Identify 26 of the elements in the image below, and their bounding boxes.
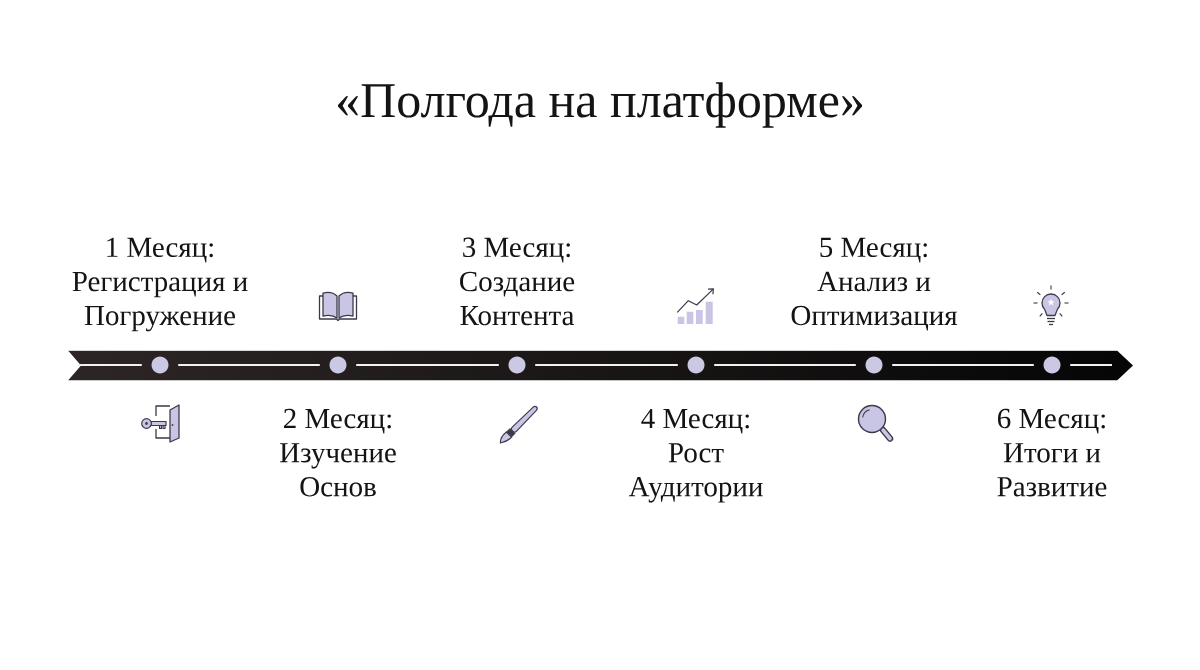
milestone-heading: 6 Месяц: xyxy=(998,408,1105,434)
milestone-label: Рост Аудитории xyxy=(628,443,763,503)
milestone-label: Создание Контента xyxy=(460,271,575,326)
timeline-line xyxy=(77,364,143,366)
timeline-dot xyxy=(508,356,526,374)
milestone-label: Изучение Основ xyxy=(280,443,396,497)
title: «Полгода на платформе» xyxy=(338,82,863,128)
timeline-line xyxy=(1069,364,1113,366)
timeline-dot xyxy=(151,356,169,374)
timeline-line xyxy=(534,364,679,366)
timeline-line xyxy=(177,364,321,366)
milestone-heading: 5 Месяц: xyxy=(820,237,927,263)
milestone-label: Анализ и Оптимизация xyxy=(791,271,958,331)
milestone-label: Регистрация и Погружение xyxy=(72,272,248,332)
timeline-dot xyxy=(687,356,705,374)
timeline-line xyxy=(355,364,500,366)
timeline-line xyxy=(891,364,1035,366)
timeline-dot xyxy=(329,356,347,374)
milestone-heading: 2 Месяц: xyxy=(284,408,391,434)
milestone-heading: 4 Месяц: xyxy=(641,408,749,434)
timeline-dot xyxy=(865,356,883,374)
timeline-dot xyxy=(1043,356,1061,374)
milestone-label: Итоги и Развитие xyxy=(997,443,1107,497)
milestone-heading: 1 Месяц: xyxy=(107,237,213,263)
milestone-heading: 3 Месяц: xyxy=(463,237,570,263)
timeline-line xyxy=(713,364,857,366)
